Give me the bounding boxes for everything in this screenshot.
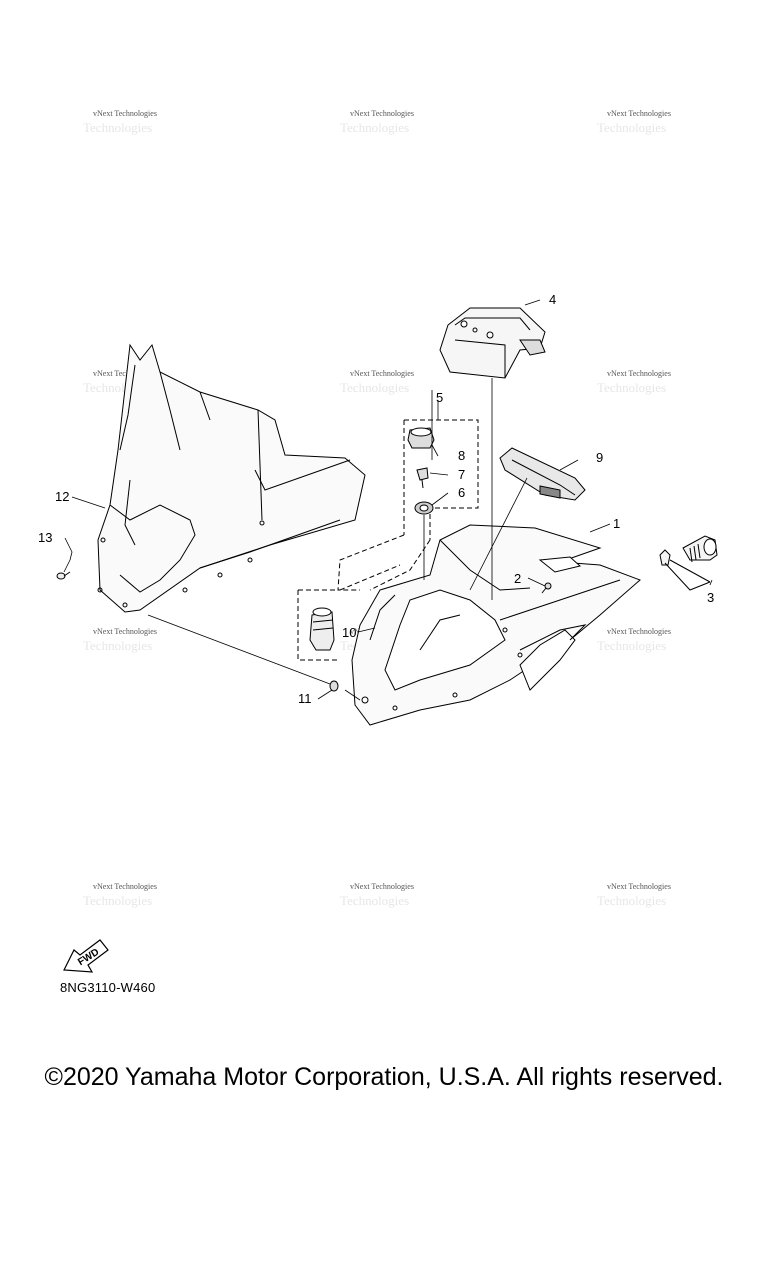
part-code: 8NG3110-W460	[60, 980, 156, 995]
svg-text:vNext Technologies: vNext Technologies	[93, 369, 157, 378]
windshield-part-12	[97, 343, 366, 613]
screw-part-13	[56, 571, 71, 580]
callout-10: 10	[342, 625, 356, 640]
svg-text:vNext Technologies: vNext Technologies	[93, 882, 157, 891]
callout-5: 5	[436, 390, 443, 405]
grommet-part-11	[329, 680, 339, 692]
watermark: vNext Technologies Technologies	[83, 627, 157, 653]
screw-part-2	[541, 582, 552, 594]
watermark: vNext Technologies Technologies	[83, 882, 157, 908]
callout-9: 9	[596, 450, 603, 465]
leader-lines	[63, 299, 713, 701]
svg-text:vNext Technologies: vNext Technologies	[350, 369, 414, 378]
svg-text:vNext Technologies: vNext Technologies	[350, 109, 414, 118]
svg-text:Technologies: Technologies	[597, 120, 666, 135]
callout-4: 4	[549, 292, 556, 307]
svg-text:Technologies: Technologies	[340, 120, 409, 135]
svg-text:Technologies: Technologies	[340, 893, 409, 908]
copyright-notice: ©2020 Yamaha Motor Corporation, U.S.A. A…	[44, 1063, 724, 1091]
meter-cover-part-4	[439, 307, 546, 379]
watermark: vNext Technologies Technologies	[340, 369, 414, 395]
callout-labels: 1 2 3 4 5 6 7 8 9 10 11 12 13	[38, 292, 714, 706]
meter-unit-part-9	[499, 447, 586, 501]
watermark: vNext Technologies Technologies	[597, 627, 671, 653]
callout-6: 6	[458, 485, 465, 500]
callout-2: 2	[514, 571, 521, 586]
callout-12: 12	[55, 489, 69, 504]
svg-text:vNext Technologies: vNext Technologies	[350, 882, 414, 891]
watermark: vNext Technologies Technologies	[597, 882, 671, 908]
svg-text:vNext Technologies: vNext Technologies	[607, 882, 671, 891]
svg-text:vNext Technologies: vNext Technologies	[93, 627, 157, 636]
callout-13: 13	[38, 530, 52, 545]
socket-part-3	[659, 535, 718, 591]
svg-text:Technologies: Technologies	[83, 893, 152, 908]
svg-text:vNext Technologies: vNext Technologies	[607, 109, 671, 118]
callout-8: 8	[458, 448, 465, 463]
watermark: vNext Technologies Technologies	[340, 109, 414, 135]
forward-arrow-icon: FWD	[63, 939, 109, 973]
main-switch-part-5	[297, 419, 479, 661]
callout-7: 7	[458, 467, 465, 482]
svg-text:Technologies: Technologies	[340, 380, 409, 395]
svg-text:Technologies: Technologies	[597, 380, 666, 395]
svg-text:vNext Technologies: vNext Technologies	[607, 369, 671, 378]
watermark: vNext Technologies Technologies	[83, 109, 157, 135]
svg-text:Technologies: Technologies	[597, 893, 666, 908]
cowling-part-1	[351, 524, 641, 726]
watermark: vNext Technologies Technologies	[340, 882, 414, 908]
watermark: vNext Technologies Technologies	[597, 109, 671, 135]
watermark: vNext Technologies Technologies	[597, 369, 671, 395]
svg-text:vNext Technologies: vNext Technologies	[93, 109, 157, 118]
callout-3: 3	[707, 590, 714, 605]
svg-text:Technologies: Technologies	[83, 120, 152, 135]
callout-1: 1	[613, 516, 620, 531]
callout-11: 11	[298, 691, 312, 706]
svg-text:Technologies: Technologies	[83, 638, 152, 653]
svg-text:Technologies: Technologies	[597, 638, 666, 653]
svg-text:vNext Technologies: vNext Technologies	[607, 627, 671, 636]
